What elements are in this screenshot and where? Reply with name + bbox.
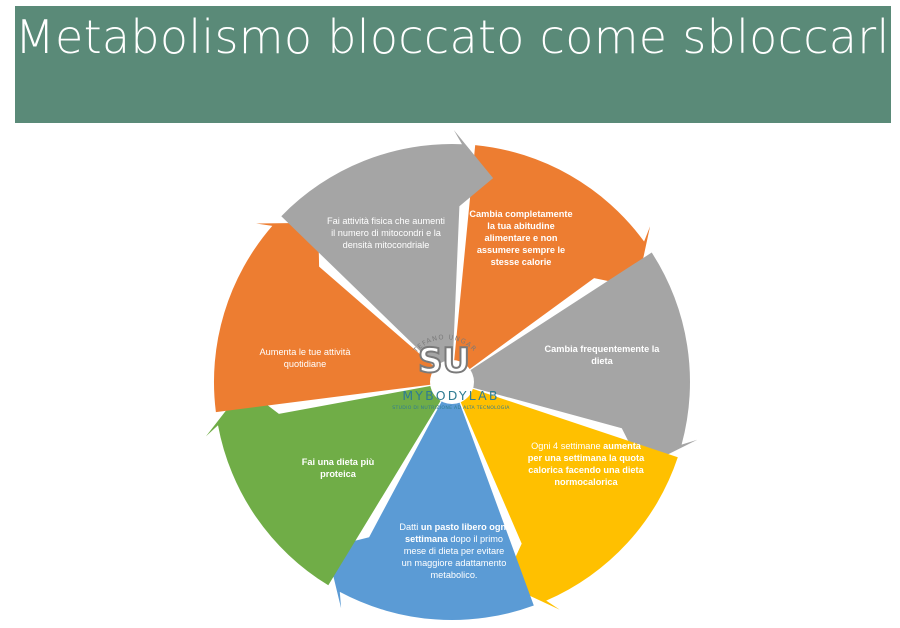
- segment-label-3: Ogni 4 settimane aumenta per una settima…: [525, 440, 647, 488]
- segment-label-part: Cambia completamente la tua abitudine al…: [469, 209, 573, 267]
- cycle-segment-4: [326, 399, 534, 621]
- segment-label-part: Aumenta le tue attività quotidiane: [259, 347, 351, 369]
- cycle-segment-3: [459, 388, 678, 610]
- cycle-segment-6: [213, 222, 437, 413]
- segment-label-part: Fai attività fisica che aumenti il numer…: [327, 216, 445, 250]
- cycle-segment-7: [281, 130, 494, 369]
- segment-label-7: Fai attività fisica che aumenti il numer…: [325, 215, 447, 251]
- segment-label-2: Cambia frequentemente la dieta: [538, 343, 666, 367]
- center-disc: [430, 360, 474, 404]
- segment-label-6: Aumenta le tue attività quotidiane: [250, 346, 360, 370]
- segment-label-part: Fai una dieta più proteica: [301, 457, 375, 479]
- segment-label-part: Cambia frequentemente la dieta: [544, 344, 660, 366]
- segment-label-part: Ogni 4: [531, 441, 559, 451]
- cycle-segment-5: [205, 385, 442, 586]
- segment-label-part: un pasto libero ogni settimana: [404, 522, 509, 544]
- segment-label-part: Datti: [399, 522, 421, 532]
- segment-label-part: dopo il primo mese di dieta per evitare …: [401, 534, 507, 580]
- segment-label-part: settimane: [558, 441, 604, 451]
- cycle-segment-1: [454, 145, 651, 371]
- page-title: Metabolismo bloccato come sbloccarlo: [15, 10, 900, 64]
- segment-label-4: Datti un pasto libero ogni settimana dop…: [398, 521, 510, 581]
- title-banner: Metabolismo bloccato come sbloccarlo: [15, 6, 900, 123]
- segment-label-1: Cambia completamente la tua abitudine al…: [465, 208, 577, 268]
- cycle-segment-2: [468, 252, 698, 468]
- segment-label-part: aumenta per una settimana la quota calor…: [527, 441, 645, 487]
- segment-label-5: Fai una dieta più proteica: [288, 456, 388, 480]
